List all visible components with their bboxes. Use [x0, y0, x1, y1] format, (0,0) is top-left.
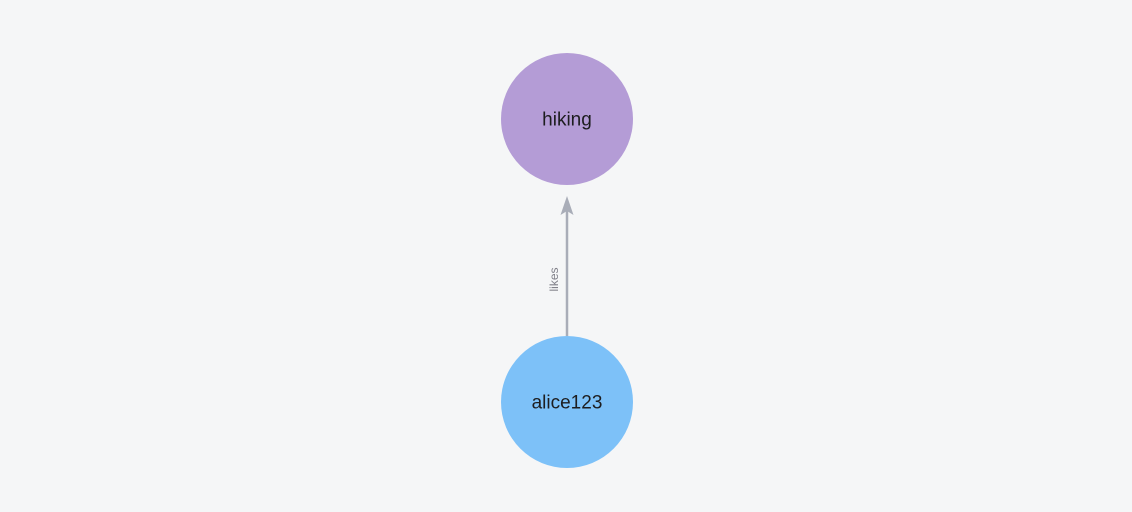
edge-label: likes: [547, 267, 561, 291]
edge-arrowhead: [560, 196, 574, 215]
node-circle-hiking[interactable]: [501, 53, 633, 185]
node-circle-alice123[interactable]: [501, 336, 633, 468]
node-alice123[interactable]: alice123: [501, 336, 633, 468]
node-hiking[interactable]: hiking: [501, 53, 633, 185]
edge: likes: [547, 196, 574, 336]
